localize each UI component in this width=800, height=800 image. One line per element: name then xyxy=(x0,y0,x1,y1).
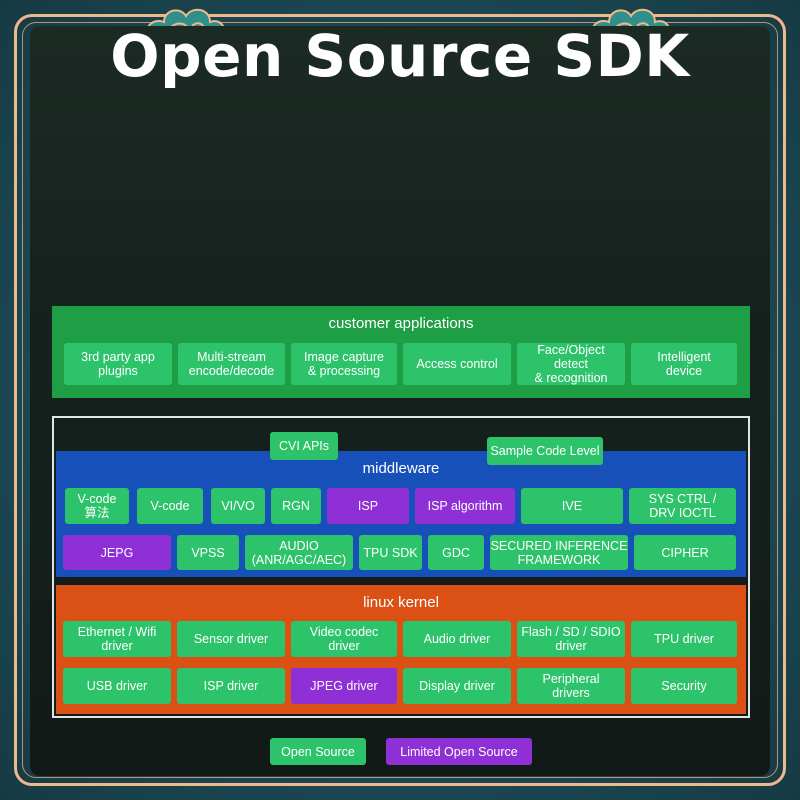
middleware-item: VPSS xyxy=(177,535,239,570)
middleware-item: V-code xyxy=(137,488,203,524)
kernel-item: Audio driver xyxy=(403,621,511,657)
decorative-frame xyxy=(14,14,786,786)
customer-applications-label: customer applications xyxy=(328,315,474,332)
page-title: Open Source SDK xyxy=(110,22,690,90)
customer-item: Access control xyxy=(403,343,511,385)
legend-open-source: Open Source xyxy=(270,738,366,765)
middleware-item-limited: ISP algorithm xyxy=(415,488,515,524)
sdk-outline-box xyxy=(52,416,750,718)
customer-item: Image capture & processing xyxy=(291,343,397,385)
customer-item: Face/Object detect & recognition xyxy=(517,343,625,385)
kernel-item: USB driver xyxy=(63,668,171,704)
customer-item: Intelligent device xyxy=(631,343,737,385)
middleware-item: RGN xyxy=(271,488,321,524)
kernel-item: ISP driver xyxy=(177,668,285,704)
middleware-item: TPU SDK xyxy=(359,535,422,570)
kernel-item: Security xyxy=(631,668,737,704)
middleware-item: IVE xyxy=(521,488,623,524)
kernel-item: Peripheral drivers xyxy=(517,668,625,704)
middleware-item-limited: ISP xyxy=(327,488,409,524)
middleware-item: GDC xyxy=(428,535,484,570)
middleware-label: middleware xyxy=(362,460,440,477)
sample-code-level-tag: Sample Code Level xyxy=(487,437,603,465)
decorative-frame-inner xyxy=(22,22,778,778)
kernel-item: Sensor driver xyxy=(177,621,285,657)
kernel-item: Flash / SD / SDIO driver xyxy=(517,621,625,657)
kernel-item: Display driver xyxy=(403,668,511,704)
cvi-apis-tag: CVI APIs xyxy=(270,432,338,460)
legend-limited-open-source: Limited Open Source xyxy=(386,738,532,765)
customer-item: Multi-stream encode/decode xyxy=(178,343,285,385)
middleware-item: V-code 算法 xyxy=(65,488,129,524)
kernel-item: TPU driver xyxy=(631,621,737,657)
linux-kernel-label: linux kernel xyxy=(363,594,439,611)
kernel-item: Ethernet / Wifi driver xyxy=(63,621,171,657)
middleware-item: AUDIO (ANR/AGC/AEC) xyxy=(245,535,353,570)
middleware-item: SECURED INFERENCE FRAMEWORK xyxy=(490,535,628,570)
customer-item: 3rd party app plugins xyxy=(64,343,172,385)
middleware-item-limited: JEPG xyxy=(63,535,171,570)
kernel-item: Video codec driver xyxy=(291,621,397,657)
middleware-item: VI/VO xyxy=(211,488,265,524)
kernel-item-limited: JPEG driver xyxy=(291,668,397,704)
middleware-item: CIPHER xyxy=(634,535,736,570)
middleware-item: SYS CTRL / DRV IOCTL xyxy=(629,488,736,524)
